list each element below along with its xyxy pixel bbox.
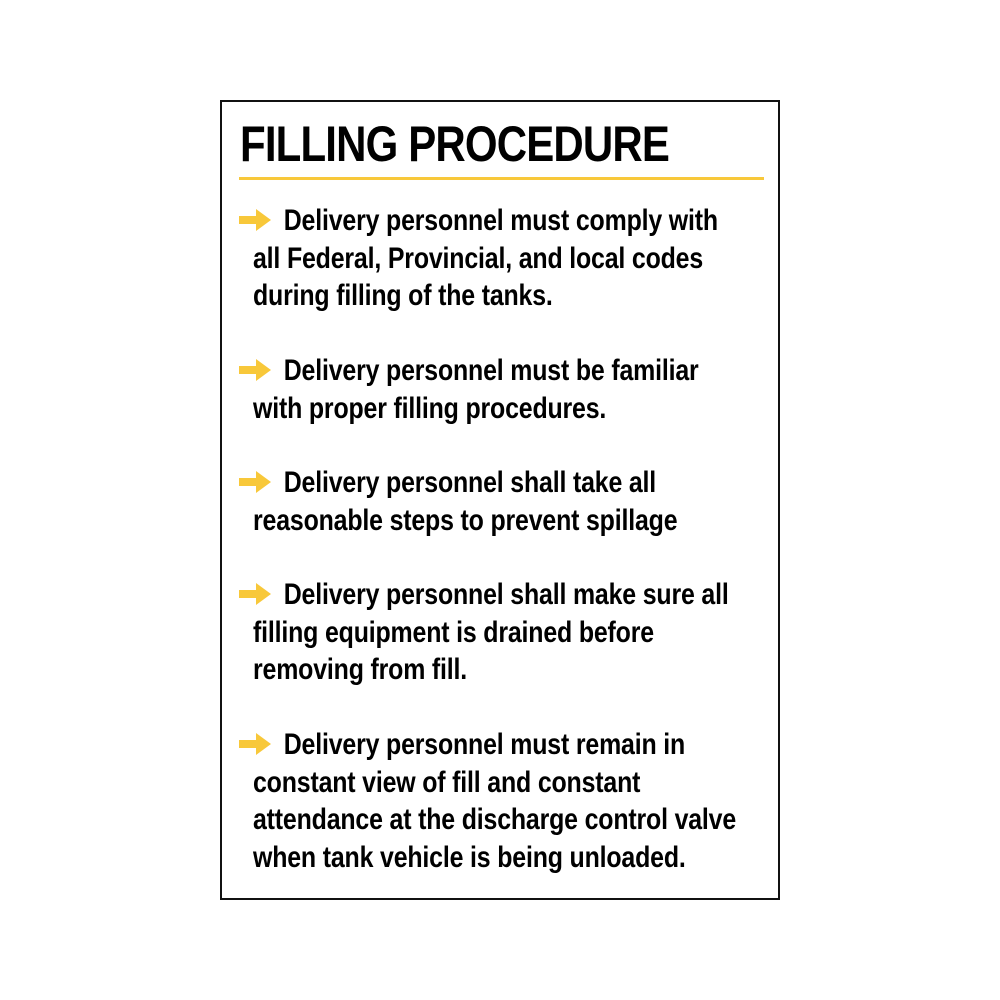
arrow-right-icon: [239, 733, 271, 755]
arrow-right-icon: [239, 359, 271, 381]
arrow-right-icon: [239, 209, 271, 231]
procedure-item-text: Delivery personnel must remain in consta…: [253, 728, 737, 874]
procedure-item-text: Delivery personnel must be familiar with…: [253, 354, 699, 425]
procedure-item-text: Delivery personnel must comply with all …: [253, 204, 718, 312]
sign-title: FILLING PROCEDURE: [240, 116, 670, 172]
filling-procedure-sign: FILLING PROCEDURE Delivery personnel mus…: [220, 100, 780, 900]
procedure-item-text: Delivery personnel shall make sure all f…: [253, 578, 729, 686]
title-underline: [239, 177, 764, 180]
arrow-right-icon: [239, 583, 271, 605]
arrow-right-icon: [239, 471, 271, 493]
procedure-item-text: Delivery personnel shall take all reason…: [253, 466, 678, 537]
